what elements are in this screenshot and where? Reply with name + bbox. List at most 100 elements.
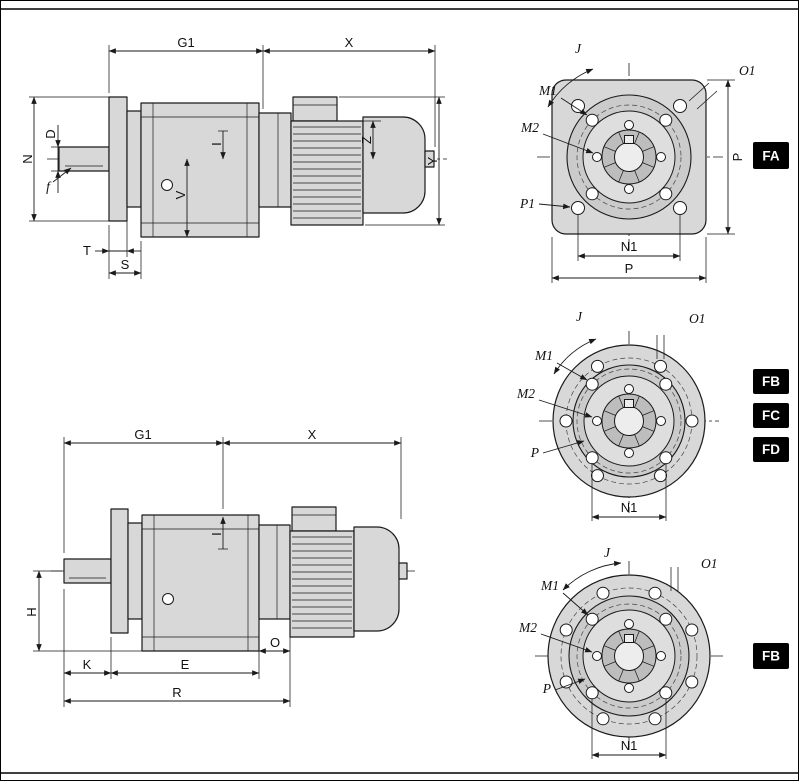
flange-hub [126,110,142,208]
dim-label-K: K [83,657,92,672]
m2-holes [592,120,666,194]
side-view-bottom: G1 X H I O K E R [24,427,415,707]
flange-hub [127,522,143,620]
badge-FB-box [753,369,789,394]
angle-arc-J [562,560,622,591]
label-M2: M2 [516,386,535,401]
flange-fb-bottom-annotations: J O1 M1 M2 P N1 [518,545,718,759]
dim-label-N: N [20,154,35,163]
badge-FC: FC [753,403,789,428]
label-J: J [604,545,611,560]
cooling-fins [293,126,361,219]
hub-spokes [603,630,655,682]
angle-arc-J [547,68,594,108]
badge-FD-text: FD [762,442,780,457]
angle-arc-J [553,338,597,375]
dimensions: G1 X H I O K E R [24,427,402,707]
badge-FB-text: FB [762,374,780,389]
gearbox-housing [140,102,260,238]
label-N1: N1 [621,500,638,515]
label-N1: N1 [621,239,638,254]
flange-view-fa: J O1 M1 M2 P1 P N1 P FA [519,41,789,283]
shaft-end-cap [398,562,408,580]
dim-label-G1: G1 [134,427,151,442]
flange-fa-annotations: J O1 M1 M2 P1 P N1 P [519,41,756,283]
label-M2: M2 [518,620,537,635]
badge-FA-box [753,142,789,169]
dim-label-D: D [43,129,58,138]
O1-leader-ticks [656,335,665,359]
label-O1: O1 [701,556,718,571]
badge-FD-box [753,437,789,462]
gearbox-housing [141,514,260,652]
extension-lines [551,79,735,283]
dim-label-X: X [345,35,354,50]
flange-fbcd-annotations: J O1 M1 M2 P N1 [516,309,706,521]
page-frame-lines [1,8,798,774]
mounting-flange [108,96,128,222]
dim-label-Y: Y [425,156,440,165]
badge-FB: FB [753,369,789,394]
shaft-bore [614,406,644,436]
terminal-box [291,506,337,532]
dim-label-I: I [209,142,224,146]
badge-FA-text: FA [762,149,780,164]
gearmotor-body [58,96,435,238]
motor-adapter [258,524,291,620]
label-O1: O1 [739,63,756,78]
oil-plug [161,179,173,191]
outer-holes [559,359,699,483]
label-O1: O1 [689,311,706,326]
bolt-circle [576,104,682,210]
badge-FC-text: FC [762,408,780,423]
flange-view-fb-fc-fd: J O1 M1 M2 P N1 FB FC FD [516,309,789,521]
badge-FD: FD [753,437,789,462]
dim-label-H: H [24,607,39,616]
shaft-end-cap [424,150,435,168]
hub-spokes [603,395,655,447]
O1-leader-ticks [688,82,718,110]
label-P1: P1 [519,196,535,211]
dim-label-V: V [173,190,188,199]
oil-plug [162,593,174,605]
badge-FB-bottom-text: FB [762,649,780,664]
dim-label-Z: Z [359,136,374,144]
badge-FB-bottom-box [753,643,789,669]
label-P: P [542,681,551,696]
fan-cowl [353,526,400,632]
bolt-circle [576,368,682,474]
leader-M1 [562,592,589,616]
bore-keyway [624,634,634,643]
m1-holes [585,113,673,201]
motor-stator [290,120,364,226]
leader-M2 [542,133,594,154]
bore-keyway [624,399,634,408]
extension-lines [591,463,667,521]
leader-M2 [540,633,593,653]
label-J: J [575,41,582,56]
terminal-box [292,96,338,122]
dim-label-f: f [46,179,52,194]
label-P-right: P [730,153,745,162]
gearbox-detail-lines [142,515,259,651]
output-shaft [63,558,112,584]
gearmotor-body [63,506,408,652]
label-P: P [530,445,539,460]
label-M2: M2 [520,120,539,135]
outer-bolt-circle [560,587,698,725]
dim-label-E: E [181,657,190,672]
shaft-bore [614,641,644,671]
label-N1: N1 [621,738,638,753]
label-M1: M1 [540,578,559,593]
gearbox-detail-lines [141,103,259,237]
extension-lines [591,699,667,759]
dim-label-R: R [172,685,181,700]
fan-cowl [362,116,426,214]
side-view-top: G1 X N D f T S V I Z Y [20,35,447,279]
dim-label-S: S [121,257,130,272]
hub-spokes [603,131,655,183]
dim-label-X: X [308,427,317,442]
dim-label-I: I [209,532,224,536]
